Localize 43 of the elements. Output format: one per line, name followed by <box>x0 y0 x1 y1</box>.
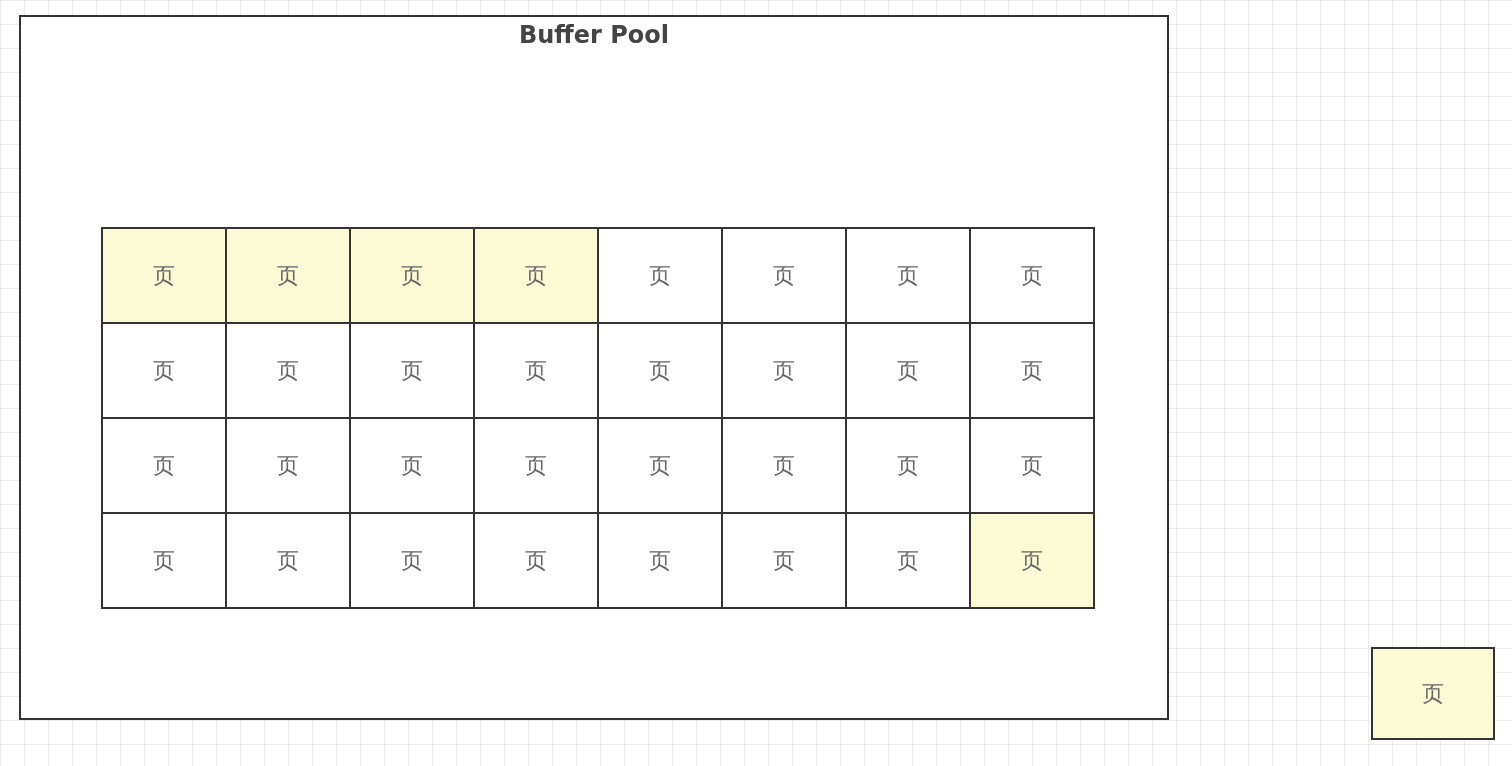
page-label: 页 <box>773 546 795 575</box>
page-label: 页 <box>649 261 671 290</box>
page-label: 页 <box>525 261 547 290</box>
page-label: 页 <box>153 356 175 385</box>
page-label: 页 <box>277 261 299 290</box>
page-label: 页 <box>401 451 423 480</box>
page-box <box>1371 647 1495 740</box>
page-box <box>969 512 1095 609</box>
page-box <box>349 227 475 324</box>
page-label: 页 <box>649 356 671 385</box>
page-label: 页 <box>897 546 919 575</box>
page-label: 页 <box>153 261 175 290</box>
page-label: 页 <box>277 546 299 575</box>
page-label: 页 <box>897 261 919 290</box>
page-box <box>969 227 1095 324</box>
page-label: 页 <box>773 261 795 290</box>
buffer-pool-box <box>19 15 1169 720</box>
page-box <box>225 227 351 324</box>
page-label: 页 <box>401 356 423 385</box>
page-label: 页 <box>401 546 423 575</box>
page-label: 页 <box>401 261 423 290</box>
page-label: 页 <box>153 546 175 575</box>
pool-title: Buffer Pool <box>518 21 670 49</box>
page-label: 页 <box>1021 261 1043 290</box>
page-label: 页 <box>1021 451 1043 480</box>
page-label: 页 <box>897 451 919 480</box>
page-label: 页 <box>525 546 547 575</box>
page-label: 页 <box>1021 356 1043 385</box>
page-label: 页 <box>277 451 299 480</box>
page-label: 页 <box>525 451 547 480</box>
page-label: 页 <box>649 451 671 480</box>
page-label: 页 <box>153 451 175 480</box>
page-label: 页 <box>649 546 671 575</box>
page-label: 页 <box>897 356 919 385</box>
page-box <box>101 227 227 324</box>
page-label: 页 <box>277 356 299 385</box>
page-box <box>473 227 599 324</box>
page-label: 页 <box>1021 546 1043 575</box>
page-label: 页 <box>1422 679 1444 708</box>
page-label: 页 <box>525 356 547 385</box>
page-label: 页 <box>773 451 795 480</box>
page-box <box>101 512 227 609</box>
page-label: 页 <box>773 356 795 385</box>
